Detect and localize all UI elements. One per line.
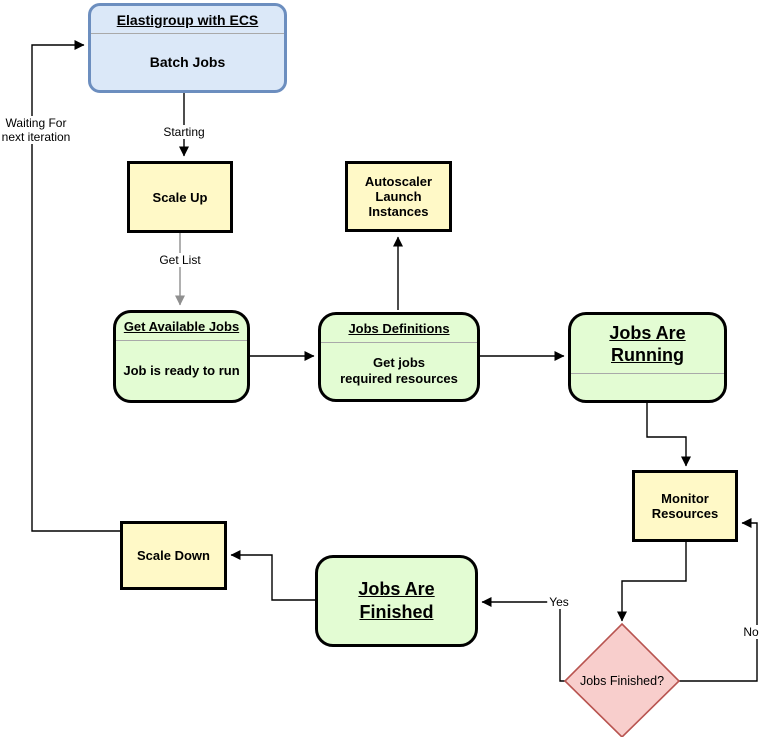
edge-monitor-resources-to-decision [617, 542, 687, 622]
edge-label-get-list: Get List [157, 253, 203, 267]
node-monitor-resources-label-wrap: Monitor Resources [635, 473, 735, 539]
node-get-available-jobs: Get Available Jobs Job is ready to run [113, 310, 250, 403]
node-scale-down-label: Scale Down [137, 548, 210, 563]
decision-jobs-finished-label: Jobs Finished? [579, 674, 665, 688]
decision-jobs-finished-shape [563, 622, 681, 737]
edge-label-no: No [741, 625, 761, 639]
node-jobs-definitions-body-line1: Get jobs [372, 355, 425, 370]
node-get-available-jobs-title: Get Available Jobs [116, 313, 247, 341]
node-jobs-are-running-title-line1: Jobs Are [609, 323, 686, 343]
edge-label-yes: Yes [547, 595, 571, 609]
node-monitor-resources-label: Monitor Resources [651, 491, 719, 521]
node-autoscaler-launch-instances: Autoscaler Launch Instances [345, 161, 452, 232]
node-jobs-definitions-body: Get jobs required resources [321, 343, 477, 399]
edge-decision-no-to-monitor-resources [679, 518, 758, 682]
node-batch-jobs: Elastigroup with ECS Batch Jobs [88, 3, 287, 93]
node-autoscaler-label-wrap: Autoscaler Launch Instances [348, 164, 449, 229]
node-jobs-are-running-title: Jobs Are Running [571, 315, 724, 374]
node-jobs-are-running-body [571, 374, 724, 400]
node-monitor-resources: Monitor Resources [632, 470, 738, 542]
node-scale-up-label: Scale Up [152, 189, 208, 205]
edge-jobs-are-running-to-monitor-resources [646, 403, 691, 467]
node-jobs-are-finished: Jobs Are Finished [315, 555, 478, 647]
node-jobs-are-finished-title: Jobs Are Finished [318, 558, 475, 644]
node-scale-down: Scale Down [120, 521, 227, 590]
node-jobs-are-running-title-line2: Running [611, 345, 684, 365]
node-batch-jobs-title: Elastigroup with ECS [91, 6, 284, 34]
edge-scale-down-to-batch-jobs [31, 40, 120, 532]
edge-decision-yes-to-jobs-are-finished [481, 597, 565, 682]
node-jobs-definitions-body-line2: required resources [340, 371, 458, 386]
node-jobs-are-running: Jobs Are Running [568, 312, 727, 403]
edge-label-waiting: Waiting For next iteration [0, 116, 76, 144]
node-jobs-are-finished-title-line1: Jobs Are [358, 579, 435, 599]
node-jobs-definitions-title: Jobs Definitions [321, 315, 477, 343]
edge-label-starting: Starting [161, 125, 207, 139]
node-autoscaler-label: Autoscaler Launch Instances [364, 174, 433, 219]
node-scale-up: Scale Up [127, 161, 233, 233]
edge-jobs-are-finished-to-scale-down [230, 550, 315, 601]
node-jobs-definitions: Jobs Definitions Get jobs required resou… [318, 312, 480, 402]
node-batch-jobs-body: Batch Jobs [149, 54, 226, 70]
node-get-available-jobs-body: Job is ready to run [123, 362, 240, 378]
node-jobs-are-finished-title-line2: Finished [359, 602, 434, 622]
